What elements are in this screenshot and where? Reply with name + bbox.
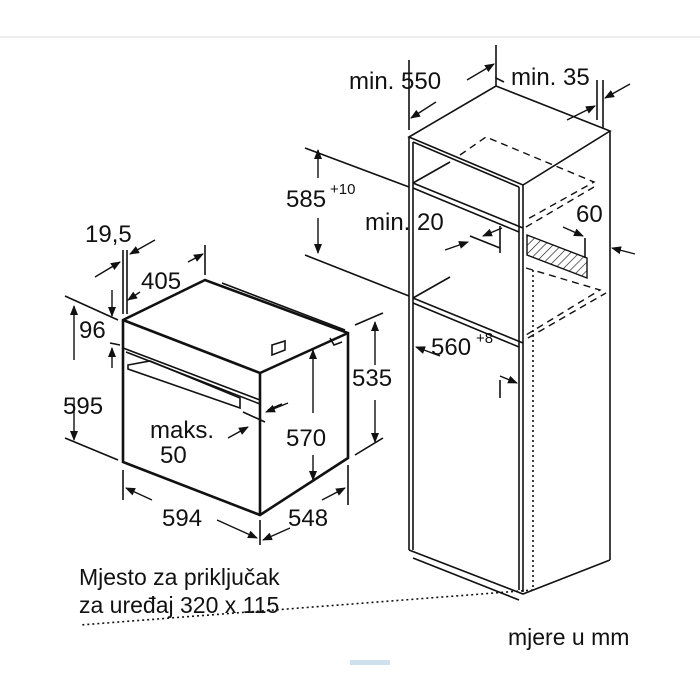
- connection-note-line2: za uređaj 320 x 115: [79, 592, 279, 618]
- oven-drawing: [64, 239, 384, 545]
- oven-top-depth-label: 405: [141, 268, 181, 295]
- cabinet-width-label: 560: [431, 334, 471, 361]
- oven-door-label-line2: 50: [160, 442, 187, 469]
- cabinet-shelf-gap-label: min. 20: [365, 209, 444, 236]
- cabinet-rear-gap-label: min. 35: [511, 64, 590, 91]
- oven-height-label: 595: [63, 393, 103, 420]
- oven-depth-label: 548: [288, 505, 328, 532]
- oven-body-height-label: 570: [286, 425, 326, 452]
- oven-side-height-label: 535: [352, 365, 392, 392]
- oven-panel-offset-label: 19,5: [85, 221, 132, 248]
- cabinet-height-label: 585: [286, 186, 326, 213]
- cabinet-vent-label: 60: [576, 201, 603, 228]
- cabinet-drawing: [79, 45, 636, 626]
- oven-door-label-line1: maks.: [150, 417, 214, 444]
- oven-width-label: 594: [162, 505, 202, 532]
- cabinet-depth-label: min. 550: [349, 68, 441, 95]
- cabinet-width-tolerance: +8: [476, 330, 493, 347]
- connection-note-line1: Mjesto za priključak: [79, 564, 280, 590]
- units-note: mjere u mm: [508, 624, 629, 650]
- oven-panel-height-label: 96: [79, 317, 106, 344]
- cabinet-height-tolerance: +10: [330, 181, 355, 198]
- scrollbar-thumb: [350, 660, 390, 665]
